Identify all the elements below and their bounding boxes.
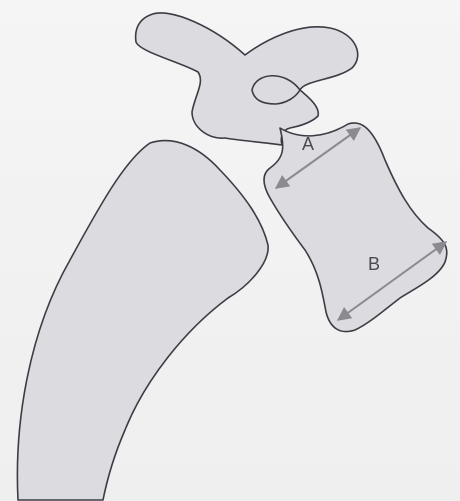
dimension-b-label: B [368,254,380,274]
dimension-a-label: A [302,134,314,154]
block-structure [264,123,447,332]
curved-structure [17,141,268,500]
upper-structure [136,13,358,145]
